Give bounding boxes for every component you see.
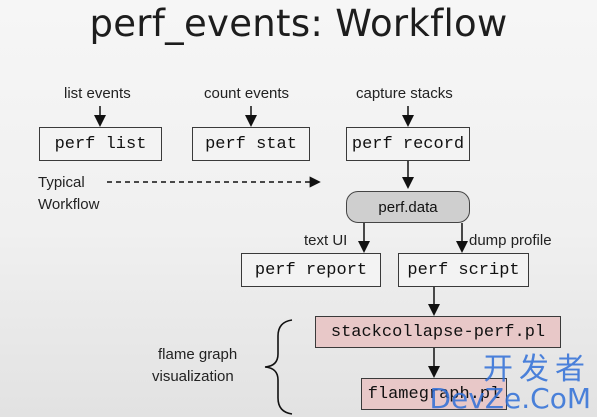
label-typical: Typical	[38, 174, 85, 191]
label-flame-graph: flame graph	[158, 346, 238, 363]
label-text-ui: text UI	[304, 232, 348, 249]
flamegraph-box: flamegraph.pl	[361, 378, 507, 410]
label-dump-profile: dump profile	[469, 232, 552, 249]
stackcollapse-box: stackcollapse-perf.pl	[315, 316, 561, 348]
perf-list-box: perf list	[39, 127, 162, 161]
watermark-english: DevZe.CoM	[429, 382, 591, 415]
perf-script-box: perf script	[398, 253, 529, 287]
label-workflow: Workflow	[38, 196, 100, 213]
label-list-events: list events	[64, 85, 131, 102]
perf-data-node: perf.data	[346, 191, 470, 223]
label-capture-stacks: capture stacks	[356, 85, 453, 102]
label-count-events: count events	[204, 85, 290, 102]
page-title: perf_events: Workflow	[89, 2, 508, 45]
perf-record-box: perf record	[346, 127, 470, 161]
label-visualization: visualization	[152, 368, 234, 385]
watermark-chinese: 开发者	[483, 352, 591, 387]
perf-stat-box: perf stat	[192, 127, 310, 161]
watermark: 开发者 DevZe.CoM	[429, 355, 591, 413]
perf-report-box: perf report	[241, 253, 381, 287]
bracket-flamegraph	[264, 319, 293, 415]
